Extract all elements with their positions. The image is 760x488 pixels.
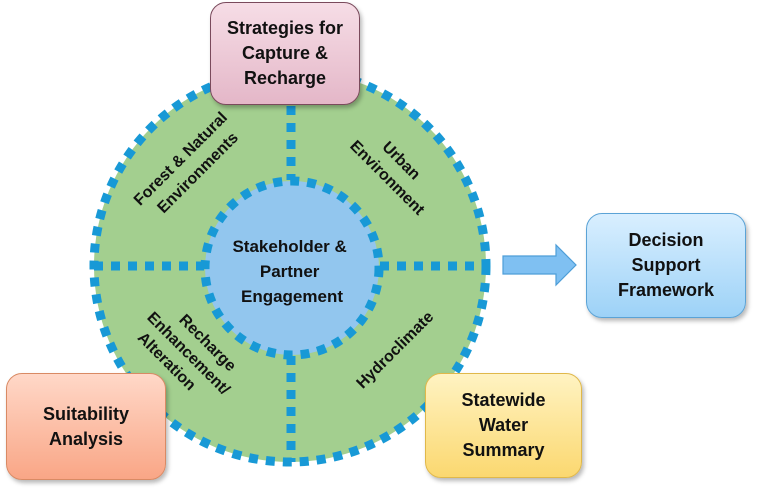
center-label-line: Partner: [260, 262, 320, 281]
center-label-line: Engagement: [241, 287, 343, 306]
decision-support-box: Decision Support Framework: [586, 213, 746, 318]
center-label-line: Stakeholder &: [232, 237, 346, 256]
statewide-summary-box: Statewide Water Summary: [425, 373, 582, 478]
inner-circle: [200, 176, 384, 360]
suitability-box: Suitability Analysis: [6, 373, 166, 480]
center-label: Stakeholder & Partner Engagement: [232, 237, 351, 306]
strategies-box: Strategies for Capture & Recharge: [210, 2, 360, 105]
right-arrow-icon: [502, 243, 577, 287]
